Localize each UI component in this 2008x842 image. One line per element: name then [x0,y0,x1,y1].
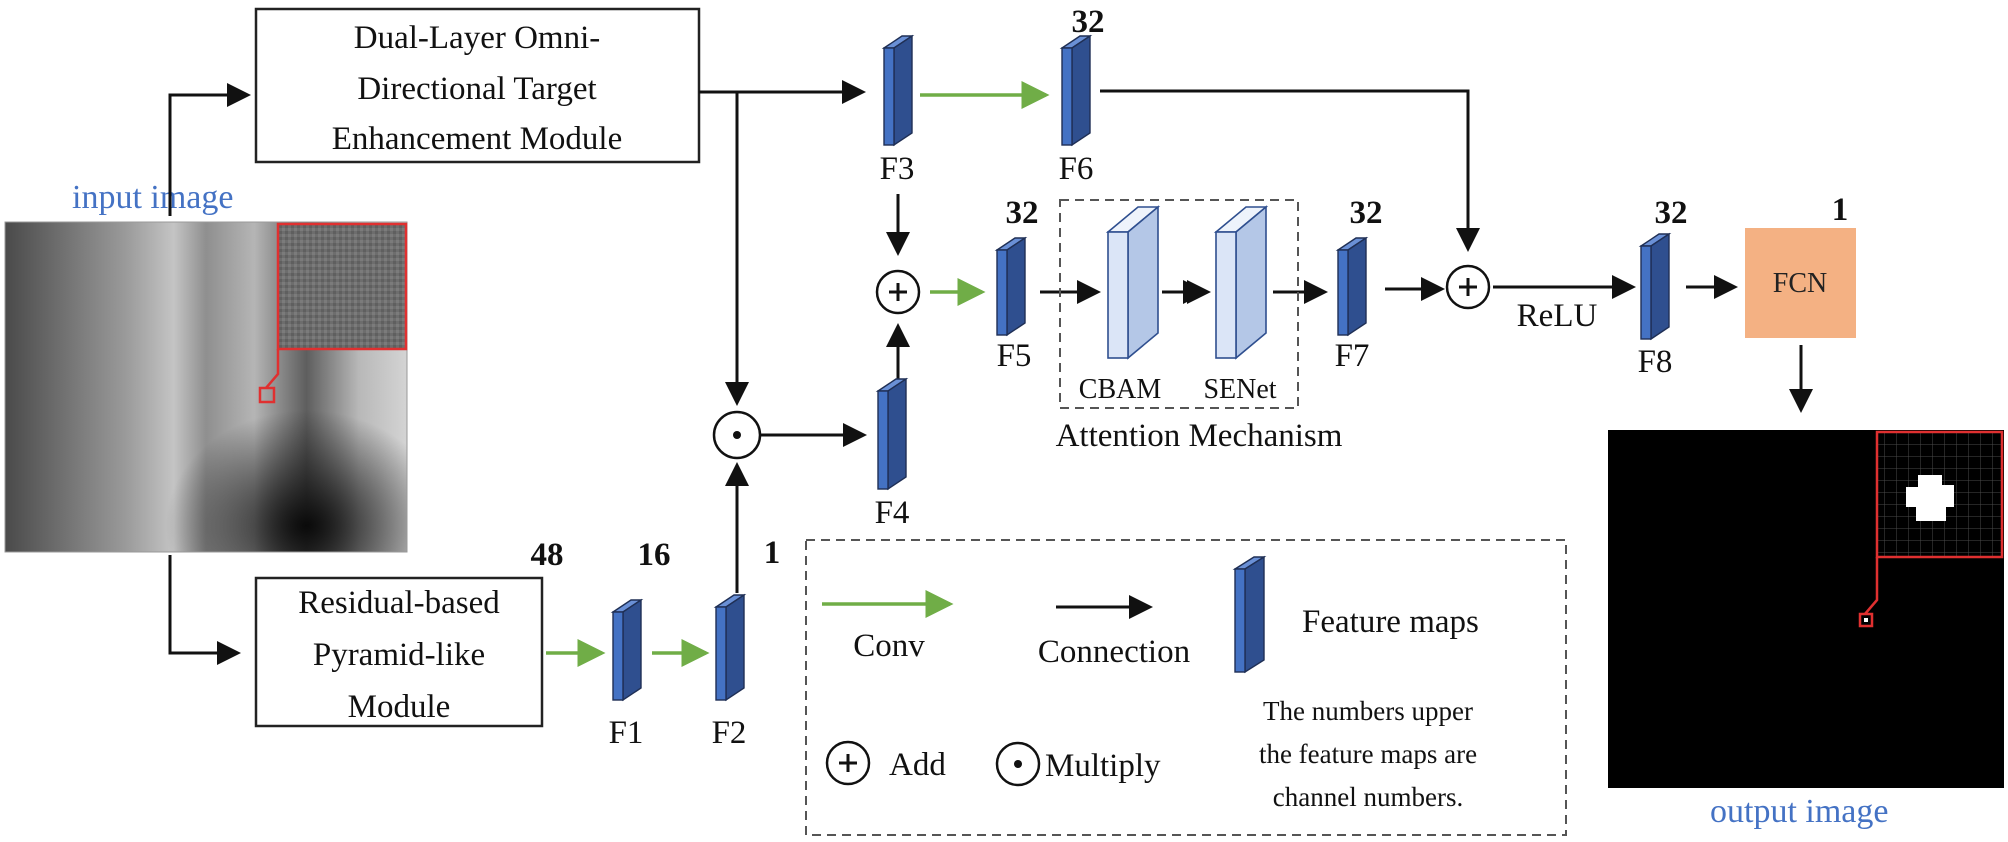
feature-map-f1-label: F1 [609,715,644,751]
dual-layer-module: Dual-Layer Omni- Directional Target Enha… [254,7,701,164]
feature-map-f8-channels: 32 [1655,195,1688,231]
legend-note-line-3: channel numbers. [1273,782,1463,812]
feature-map-f6 [1059,34,1093,147]
dual-layer-line-1: Dual-Layer Omni- [354,20,601,56]
relu-label: ReLU [1517,298,1598,334]
legend-multiply-label: Multiply [1045,748,1161,784]
feature-map-f7 [1335,236,1369,337]
attention-mechanism-box [1059,199,1299,409]
feature-map-f3 [881,34,915,147]
residual-module: Residual-based Pyramid-like Module [254,576,544,728]
legend-connection-label: Connection [1038,634,1190,670]
conv-arrows [546,81,1050,667]
multiply-operator [712,410,762,460]
feature-map-f1 [610,598,644,702]
feature-map-f8 [1638,232,1672,341]
legend: Conv Connection Feature maps Add Multipl… [805,539,1567,836]
legend-add-label: Add [889,747,946,783]
feature-map-f8-label: F8 [1638,344,1673,380]
feature-map-f6-channels: 32 [1072,4,1105,40]
residual-line-1: Residual-based [298,585,500,621]
legend-box [805,539,1567,836]
feature-map-f7-channels: 32 [1350,195,1383,231]
output-image [1608,430,2004,788]
feature-map-f6-label: F6 [1059,151,1094,187]
feature-map-f7-label: F7 [1335,338,1370,374]
residual-line-3: Module [348,689,451,725]
legend-multiply-icon [995,741,1041,787]
fcn-channels: 1 [1832,192,1849,228]
legend-conv-label: Conv [853,628,925,664]
feature-map-f2-channels: 1 [764,535,781,571]
legend-note-line-2: the feature maps are [1259,739,1477,769]
cbam-label: CBAM [1079,374,1162,405]
feature-map-f5-label: F5 [997,338,1032,374]
feature-map-f4 [875,377,909,491]
add-operator-2 [1445,264,1491,310]
cbam-block [1105,205,1161,360]
connections [168,80,1813,665]
feature-map-f5 [994,236,1028,337]
add-operator-1 [875,269,921,315]
senet-block [1213,205,1269,360]
dual-layer-line-2: Directional Target [357,71,596,107]
output-image-label: output image [1710,793,1888,830]
input-image-label: input image [72,179,233,216]
feature-map-f5-channels: 32 [1006,195,1039,231]
legend-note-line-1: The numbers upper [1263,696,1473,726]
dual-layer-line-3: Enhancement Module [332,121,623,157]
feature-map-f1-channels: 16 [638,537,671,573]
fcn-block [1745,228,1856,338]
legend-feature-maps-label: Feature maps [1302,604,1479,640]
residual-line-2: Pyramid-like [313,637,485,673]
residual-channels: 48 [531,537,564,573]
input-image [4,221,408,553]
feature-map-f2-label: F2 [712,715,747,751]
fcn-label: FCN [1773,268,1827,299]
feature-map-f4-label: F4 [875,495,910,531]
input-zoom-inset [258,222,408,404]
senet-label: SENet [1203,374,1276,405]
feature-map-f2 [713,593,747,702]
feature-map-f3-label: F3 [880,151,915,187]
legend-feature-map-icon [1232,555,1267,674]
attention-mechanism-caption: Attention Mechanism [1056,418,1343,454]
legend-add-icon [825,740,871,786]
